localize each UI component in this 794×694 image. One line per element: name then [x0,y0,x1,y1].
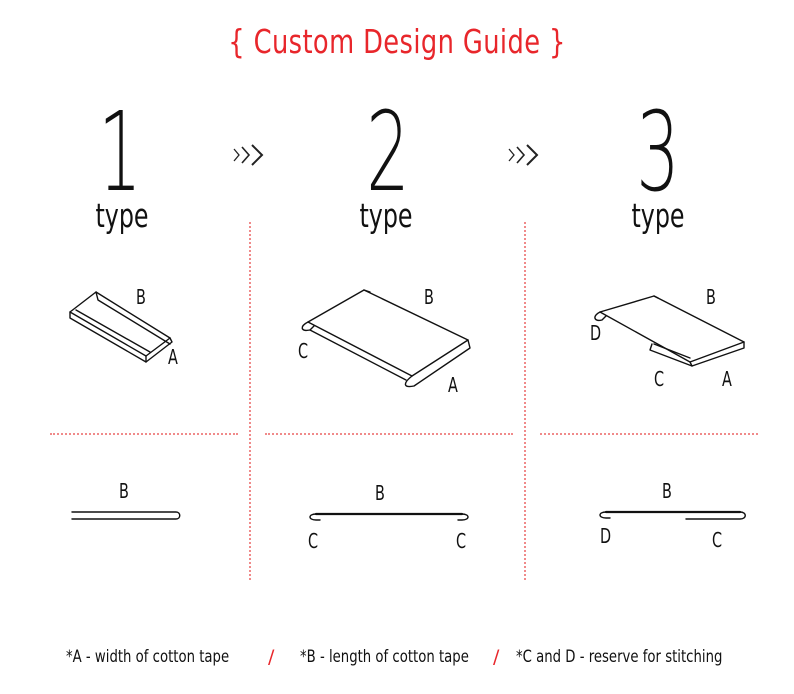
chevrons-right-icon [508,144,539,166]
type-2-profile-label-b: B [375,481,385,505]
horizontal-divider [540,433,758,435]
type-1-word: type [95,196,149,235]
type-2-profile-label-c-right: C [456,529,467,553]
type-3-label-a: A [722,367,732,391]
type-2-number: 2 [366,88,410,216]
page-title: { Custom Design Guide } [228,22,566,61]
chevrons-right-icon [233,144,264,166]
type-3-profile-label-b: B [662,479,672,503]
footnote-separator: / [268,646,275,668]
type-1-number: 1 [98,88,142,216]
type-1-label-b: B [136,285,146,309]
type-1-profile-label-b: B [119,479,129,503]
vertical-divider [249,222,251,580]
type-3-profile-label-c: C [712,528,723,552]
horizontal-divider [50,433,238,435]
footnote-separator: / [493,646,500,668]
footnote-a: *A - width of cotton tape [66,647,230,667]
type-2-label-b: B [424,285,434,309]
type-3-label-c: C [654,367,665,391]
horizontal-divider [265,433,513,435]
type-3-number: 3 [636,88,680,216]
type-2-word: type [359,196,413,235]
type-3-label-d: D [590,321,602,345]
type-3-word: type [631,196,685,235]
type-3-label-b: B [706,285,716,309]
footnote-c-d: *C and D - reserve for stitching [516,647,723,667]
footnotes: *A - width of cotton tape / *B - length … [0,645,794,671]
type-1-label-a: A [168,345,178,369]
type-3-profile-label-d: D [600,524,612,548]
vertical-divider [524,222,526,580]
type-2-profile-label-c-left: C [308,529,319,553]
type-2-label-a: A [448,373,458,397]
footnote-b: *B - length of cotton tape [300,647,469,667]
type-2-label-c: C [298,339,309,363]
